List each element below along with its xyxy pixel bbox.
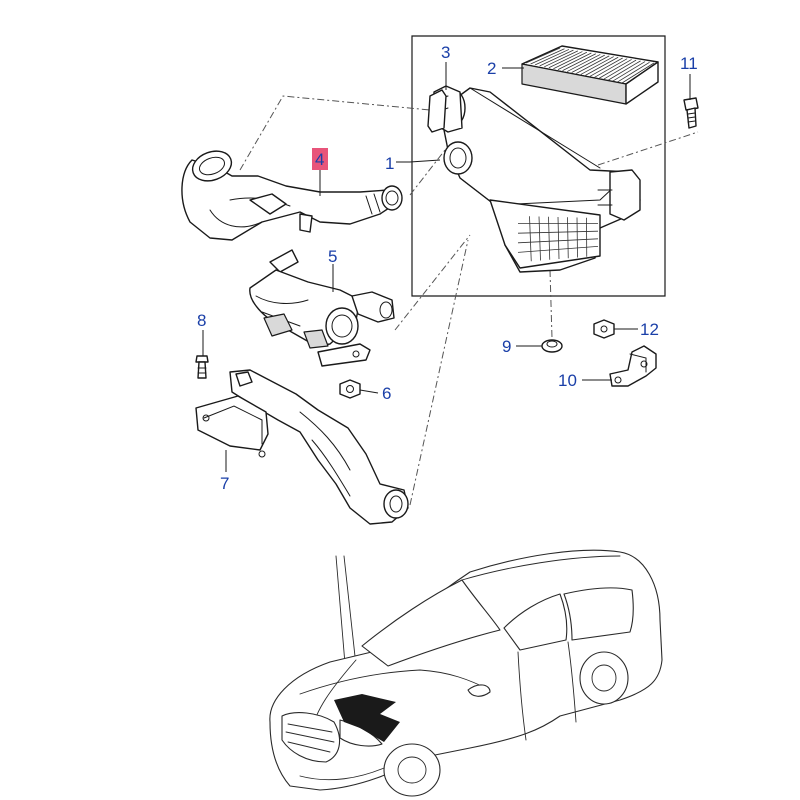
car-side-window: [563, 587, 634, 641]
hose-clamp[interactable]: [427, 89, 447, 133]
car-windshield: [361, 579, 501, 667]
car-side-window: [503, 593, 568, 651]
callout-labels: 1 2 3 4 5 6 7 8 9 10 11 12: [197, 43, 698, 493]
rubber-grommet[interactable]: [541, 339, 563, 353]
leader-line: [359, 389, 379, 394]
connection-line: [394, 234, 471, 331]
callout-11: 11: [680, 54, 698, 73]
mounting-bolt[interactable]: [683, 97, 699, 129]
bracket-nut[interactable]: [593, 319, 615, 339]
intake-duct[interactable]: [181, 146, 403, 241]
connection-line: [597, 131, 699, 166]
car-front-wheel-hub: [397, 756, 427, 784]
air-filter-element[interactable]: [521, 45, 659, 105]
callout-9: 9: [502, 337, 511, 356]
callout-8: 8: [197, 311, 206, 330]
connection-line: [409, 149, 446, 196]
flange-nut[interactable]: [339, 379, 361, 399]
car-bumper-line: [299, 767, 385, 781]
highlight-box: [312, 148, 328, 170]
car-rear-wheel: [579, 651, 629, 705]
air-cleaner-housing[interactable]: [433, 85, 641, 273]
car-door-line: [517, 651, 527, 741]
callout-7: 7: [220, 474, 229, 493]
assembly-frame: [411, 35, 666, 297]
car-grille-slats: [285, 723, 335, 753]
push-clip[interactable]: [195, 355, 209, 379]
callout-1: 1: [385, 154, 394, 173]
connection-line: [549, 269, 553, 339]
callout-12: 12: [640, 320, 659, 339]
car-door-line: [567, 641, 577, 723]
connection-line: [409, 239, 469, 506]
callout-10: 10: [558, 371, 577, 390]
callout-2: 2: [487, 59, 496, 78]
connection-lines: [239, 95, 699, 506]
leader-line: [396, 159, 441, 163]
car-hood-line: [299, 669, 491, 695]
leader-lines: [202, 62, 691, 472]
lower-intake-duct[interactable]: [195, 369, 409, 525]
car-mirror: [467, 684, 491, 697]
vehicle-locator: [269, 549, 663, 797]
car-roof: [461, 555, 621, 581]
resonator-duct[interactable]: [249, 249, 395, 367]
engine-bay-highlight: [334, 694, 400, 742]
connection-line: [239, 95, 431, 171]
callout-5: 5: [328, 247, 337, 266]
car-rear-wheel-hub: [591, 664, 617, 692]
mounting-bracket[interactable]: [609, 345, 657, 387]
callout-6: 6: [382, 384, 391, 403]
callout-3: 3: [441, 43, 450, 62]
callout-4: 4: [315, 150, 324, 169]
car-front-wheel: [383, 743, 441, 797]
